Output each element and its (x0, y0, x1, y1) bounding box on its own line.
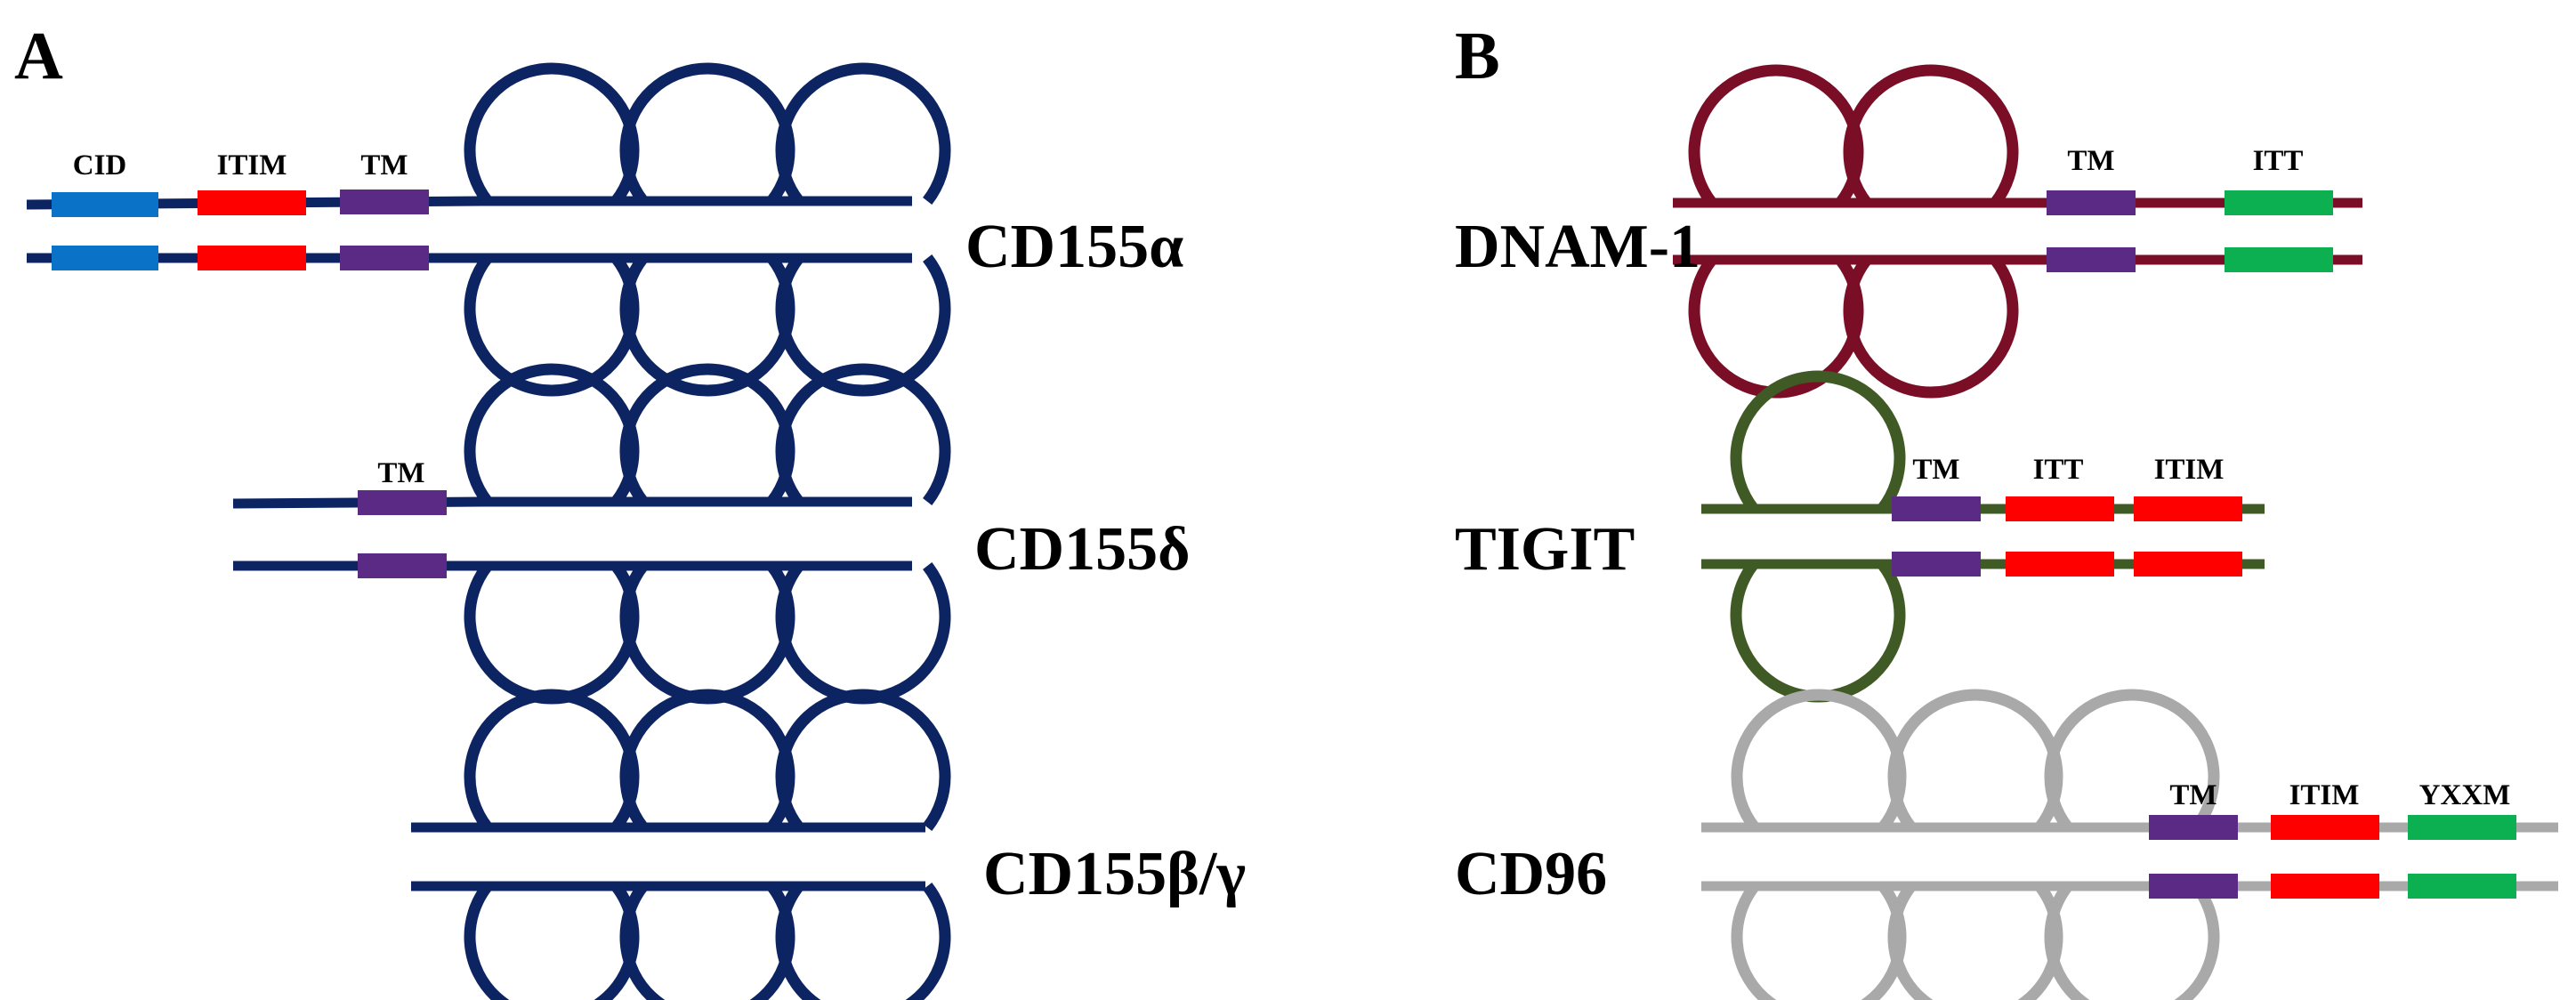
cd96-tm-box-bottom (2149, 874, 2238, 899)
cd155beta-gamma-ig-loop-top-3 (775, 689, 951, 832)
cd155beta-gamma-ig-loop-top-1 (464, 689, 640, 832)
cd96-ig-loop-top-1 (1731, 689, 1907, 832)
cd155beta-gamma-ig-loop-bottom-2 (619, 882, 795, 1000)
domain-label-cd155alpha-cid: CID (73, 149, 127, 181)
cd155alpha-cid-box-bottom (52, 246, 158, 270)
diagram-root (26, 62, 2558, 1000)
dnam1-tm-box-top (2047, 190, 2136, 215)
cd155delta-ig-loop-bottom-1 (464, 561, 640, 705)
domain-label-cd155alpha-tm: TM (360, 149, 408, 181)
domain-label-cd155alpha-itim: ITIM (217, 149, 287, 181)
domain-label-dnam1-itt: ITT (2253, 145, 2304, 177)
tigit-tm-box-top (1892, 496, 1981, 521)
cd96-ig-loop-bottom-2 (1887, 882, 2063, 1000)
dnam1-tm-box-bottom (2047, 247, 2136, 272)
cd96-yxxm-box-bottom (2408, 874, 2516, 899)
cd155alpha-itim-box-bottom (198, 246, 306, 270)
cd155delta-ig-loop-top-1 (464, 363, 640, 506)
cd155delta-ig-loop-top-3 (775, 363, 951, 506)
tigit-itim-box-top (2134, 496, 2242, 521)
domain-label-tigit-itim: ITIM (2154, 454, 2225, 486)
cd155alpha-itim-box-top (198, 190, 306, 215)
cd155alpha-cid-box-top (52, 192, 158, 217)
protein-label-cd96: CD96 (1455, 840, 1607, 908)
cd155alpha-tm-box-top (340, 190, 429, 214)
tigit-ig-loop-top (1730, 370, 1906, 513)
protein-label-dnam1: DNAM-1 (1455, 213, 1700, 281)
tigit-itim-box-bottom (2134, 552, 2242, 577)
domain-label-dnam1-tm: TM (2067, 145, 2114, 177)
domain-label-cd96-itim: ITIM (2289, 779, 2360, 811)
cd155delta-tm-box-top (358, 490, 447, 515)
domain-label-tigit-itt: ITT (2033, 454, 2084, 486)
cd155alpha-ig-loop-bottom-3 (775, 254, 951, 397)
panel-letter-b: B (1455, 19, 1500, 93)
dnam1-ig-loop-top-2 (1843, 64, 2019, 207)
cd155beta-gamma-ig-loop-top-2 (619, 689, 795, 832)
cd96-itim-box-bottom (2271, 874, 2379, 899)
tigit-tm-box-bottom (1892, 552, 1981, 577)
protein-label-cd155alpha: CD155α (965, 213, 1183, 281)
panel-letter-a: A (14, 19, 63, 93)
protein-label-cd155delta: CD155δ (974, 515, 1190, 584)
protein-label-tigit: TIGIT (1455, 515, 1635, 584)
cd155alpha-ig-loop-bottom-2 (619, 254, 795, 397)
domain-label-cd96-yxxm: YXXM (2419, 779, 2511, 811)
cd155alpha-tm-box-bottom (340, 246, 429, 270)
cd155beta-gamma-ig-loop-bottom-1 (464, 882, 640, 1000)
cd96-ig-loop-bottom-1 (1731, 882, 1907, 1000)
cd96-itim-box-top (2271, 815, 2379, 840)
cd155alpha-ig-loop-top-1 (464, 62, 640, 206)
dnam1-itt-box-top (2225, 190, 2333, 215)
tigit-ig-loop-bottom (1730, 560, 1906, 703)
protein-label-cd155beta-gamma: CD155β/γ (983, 840, 1246, 908)
cd155delta-ig-loop-bottom-2 (619, 561, 795, 705)
dnam1-ig-loop-top-1 (1688, 64, 1864, 207)
cd96-yxxm-box-top (2408, 815, 2516, 840)
cd96-ig-loop-top-3 (2044, 689, 2220, 832)
cd96-ig-loop-bottom-3 (2044, 882, 2220, 1000)
dnam1-ig-loop-bottom-2 (1843, 255, 2019, 399)
tigit-itt-box-bottom (2006, 552, 2114, 577)
cd155alpha-ig-loop-top-3 (775, 62, 951, 206)
cd155delta-ig-loop-top-2 (619, 363, 795, 506)
tigit-itt-box-top (2006, 496, 2114, 521)
dnam1-itt-box-bottom (2225, 247, 2333, 272)
cd155alpha-ig-loop-top-2 (619, 62, 795, 206)
domain-label-tigit-tm: TM (1912, 454, 1959, 486)
cd155alpha-ig-loop-bottom-1 (464, 254, 640, 397)
domain-label-cd155delta-tm: TM (377, 457, 424, 489)
cd155delta-ig-loop-bottom-3 (775, 561, 951, 705)
domain-label-cd96-tm: TM (2169, 779, 2217, 811)
cd96-ig-loop-top-2 (1887, 689, 2063, 832)
cd155beta-gamma-ig-loop-bottom-3 (775, 882, 951, 1000)
cd155delta-tm-box-bottom (358, 553, 447, 578)
cd96-tm-box-top (2149, 815, 2238, 840)
